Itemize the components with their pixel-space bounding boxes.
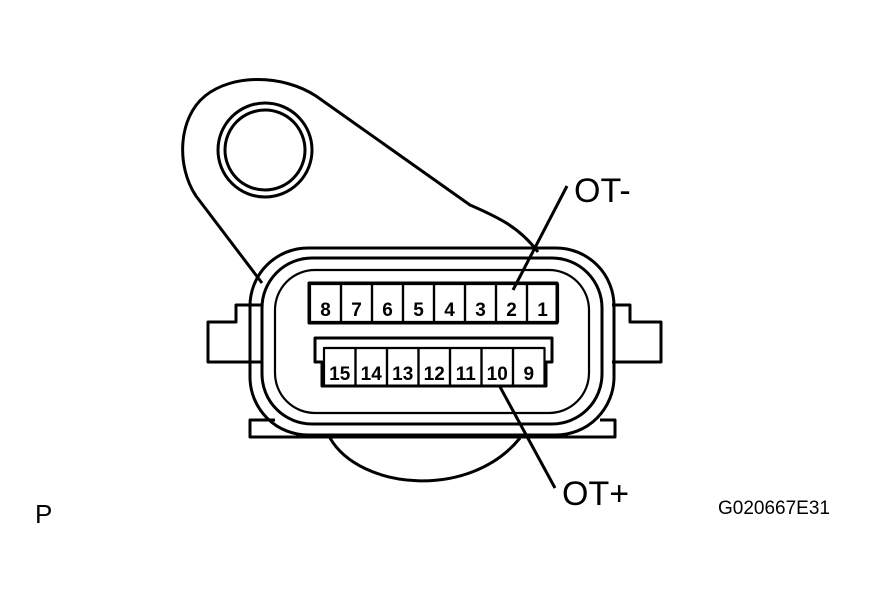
connector-housing-lip — [273, 268, 591, 415]
pin-label-4: 4 — [444, 300, 455, 321]
pin-label-12: 12 — [424, 364, 445, 385]
pin-label-1: 1 — [537, 300, 548, 321]
connector-housing-inner — [260, 256, 604, 426]
sensor-bracket — [181, 78, 540, 284]
right-tab — [612, 303, 663, 364]
base-plate — [248, 418, 617, 439]
ot-plus-leader-line — [497, 384, 557, 489]
pin-label-9: 9 — [523, 364, 534, 385]
sensor-body-arc — [328, 437, 522, 483]
pin-label-14: 14 — [361, 364, 383, 385]
bottom-row-pins: 15 14 13 12 11 10 9 — [322, 346, 546, 388]
ot-minus-label: OT- — [574, 172, 631, 210]
pin-label-5: 5 — [413, 300, 424, 321]
pin-label-3: 3 — [475, 300, 486, 321]
mounting-hole-outer — [216, 101, 314, 199]
pin-cell-1 — [525, 282, 560, 324]
pin-label-11: 11 — [456, 364, 477, 385]
pin-label-10: 10 — [487, 364, 508, 385]
pin-label-7: 7 — [351, 300, 362, 321]
pin-cell-9 — [511, 346, 546, 388]
pin-label-8: 8 — [320, 300, 331, 321]
mounting-hole-inner — [223, 108, 307, 192]
ot-plus-label: OT+ — [562, 475, 629, 513]
pin-label-6: 6 — [382, 300, 393, 321]
left-tab — [206, 303, 262, 364]
ot-minus-leader-line — [511, 185, 569, 291]
view-label: P — [35, 499, 52, 529]
connector-housing-outer — [248, 246, 616, 437]
pin-label-15: 15 — [329, 364, 351, 385]
pin-label-2: 2 — [506, 300, 517, 321]
figure-code: G020667E31 — [718, 498, 830, 519]
pin-label-13: 13 — [392, 364, 413, 385]
